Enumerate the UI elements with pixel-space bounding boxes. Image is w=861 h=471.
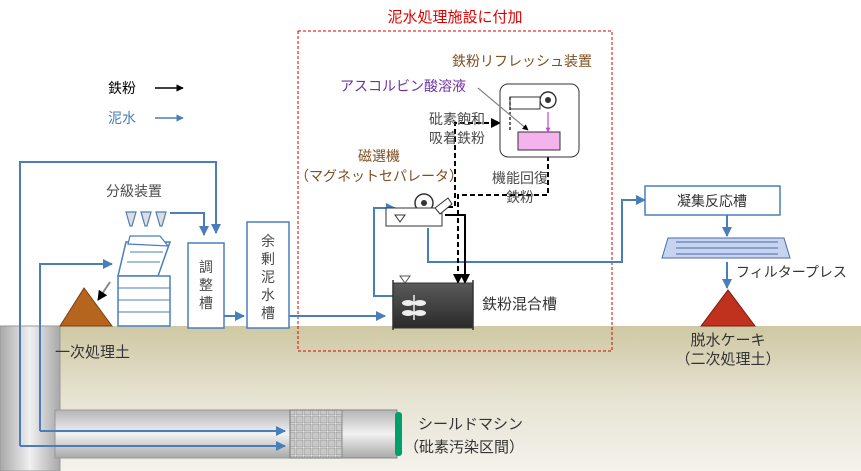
coag-tank-label: 凝集反応槽 — [677, 193, 747, 210]
recovered-label-1: 機能回復 — [492, 170, 548, 187]
refresh-label: 鉄粉リフレッシュ装置 — [452, 54, 592, 70]
legend-iron-label: 鉄粉 — [108, 81, 136, 97]
recovered-label-2: 鉄粉 — [506, 190, 534, 206]
magnet-label-1: 磁選機 — [358, 149, 400, 165]
magnet-label-2: （マグネットセパレータ） — [295, 169, 463, 185]
vertical-shaft — [0, 325, 61, 471]
filter-press — [661, 237, 791, 259]
magnet-separator — [385, 193, 453, 227]
adjust-tank — [187, 242, 225, 329]
shield-cutter-section — [289, 409, 343, 459]
shield-body — [341, 409, 398, 459]
surplus-tank — [246, 221, 290, 329]
legend-slurry-label: 泥水 — [108, 111, 136, 127]
filter-press-label: フィルタープレス — [736, 265, 847, 281]
primary-soil-pile — [59, 287, 113, 327]
surplus-tank-char-5: 槽 — [261, 306, 275, 322]
arsenic-label-2: 吸着鉄粉 — [429, 131, 485, 147]
shield-label-2: （砒素汚染区間） — [404, 438, 524, 456]
surplus-tank-char-2: 剰 — [261, 252, 275, 268]
cake-pile — [700, 289, 756, 327]
adjust-tank-char-1: 調 — [199, 260, 213, 276]
classifier-equipment — [117, 211, 172, 327]
refresh-device — [477, 83, 580, 158]
surplus-tank-char-4: 水 — [261, 288, 275, 304]
mix-tank-label: 鉄粉混合槽 — [482, 295, 557, 313]
coagulation-tank — [644, 185, 781, 216]
classifier-label: 分級装置 — [106, 184, 162, 200]
shield-label-1: シールドマシン — [418, 415, 523, 433]
shield-face — [395, 412, 402, 456]
primary-soil-label: 一次処理土 — [55, 343, 130, 361]
arsenic-label-1: 砒素飽和 — [429, 111, 485, 128]
cake-label-1: 脱水ケーキ — [690, 331, 765, 349]
adjust-tank-char-2: 整 — [199, 278, 213, 294]
cake-label-2: （二次処理土） — [675, 350, 780, 368]
ascorbic-label: アスコルビン酸溶液 — [340, 79, 466, 95]
title: 泥水処理施設に付加 — [387, 8, 522, 26]
added-facility-frame — [297, 30, 613, 352]
surplus-tank-char-3: 泥 — [261, 270, 275, 286]
adjust-tank-char-3: 槽 — [199, 296, 213, 312]
mix-tank — [392, 275, 474, 330]
surplus-tank-char-1: 余 — [261, 233, 275, 250]
slurry-lines — [19, 161, 732, 451]
